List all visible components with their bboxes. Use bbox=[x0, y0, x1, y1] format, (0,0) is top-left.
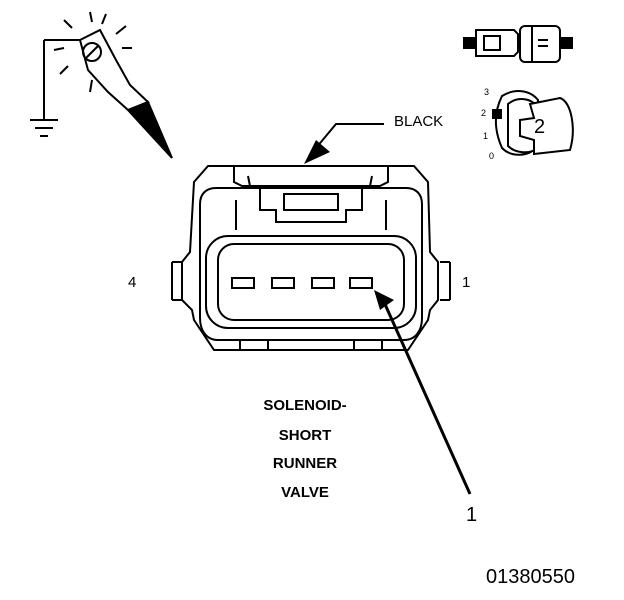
terminal-cavity-2 bbox=[312, 278, 334, 288]
lock-position-value: 2 bbox=[534, 116, 546, 138]
component-label-line-3: RUNNER bbox=[272, 455, 338, 472]
component-label-line-1: SOLENOID- bbox=[263, 397, 347, 414]
black-label: BLACK bbox=[394, 113, 444, 130]
position-scale-2: 2 bbox=[481, 108, 487, 118]
lock-position-icon bbox=[493, 91, 573, 155]
terminal-cavity-3 bbox=[272, 278, 294, 288]
connector-side-view-icon bbox=[464, 26, 572, 62]
terminal-cavity-4 bbox=[232, 278, 254, 288]
figure-id: 01380550 bbox=[486, 566, 575, 588]
black-color-leader bbox=[316, 124, 384, 148]
position-scale-3: 3 bbox=[484, 87, 490, 97]
position-scale-0: 0 bbox=[489, 151, 495, 161]
callout-arrowhead bbox=[374, 290, 394, 310]
black-leader-arrowhead bbox=[304, 140, 330, 164]
callout-leader bbox=[384, 302, 470, 494]
callout-number: 1 bbox=[466, 504, 478, 526]
component-label-line-4: VALVE bbox=[281, 484, 329, 501]
ground-probe-icon bbox=[30, 12, 172, 158]
component-label-line-2: SHORT bbox=[278, 427, 332, 444]
pin-4-label: 4 bbox=[128, 274, 137, 291]
connector-housing bbox=[172, 166, 450, 350]
terminal-cavity-1 bbox=[350, 278, 372, 288]
terminal-cavities bbox=[232, 278, 372, 288]
position-scale-1: 1 bbox=[483, 131, 489, 141]
pin-1-label: 1 bbox=[462, 274, 471, 291]
